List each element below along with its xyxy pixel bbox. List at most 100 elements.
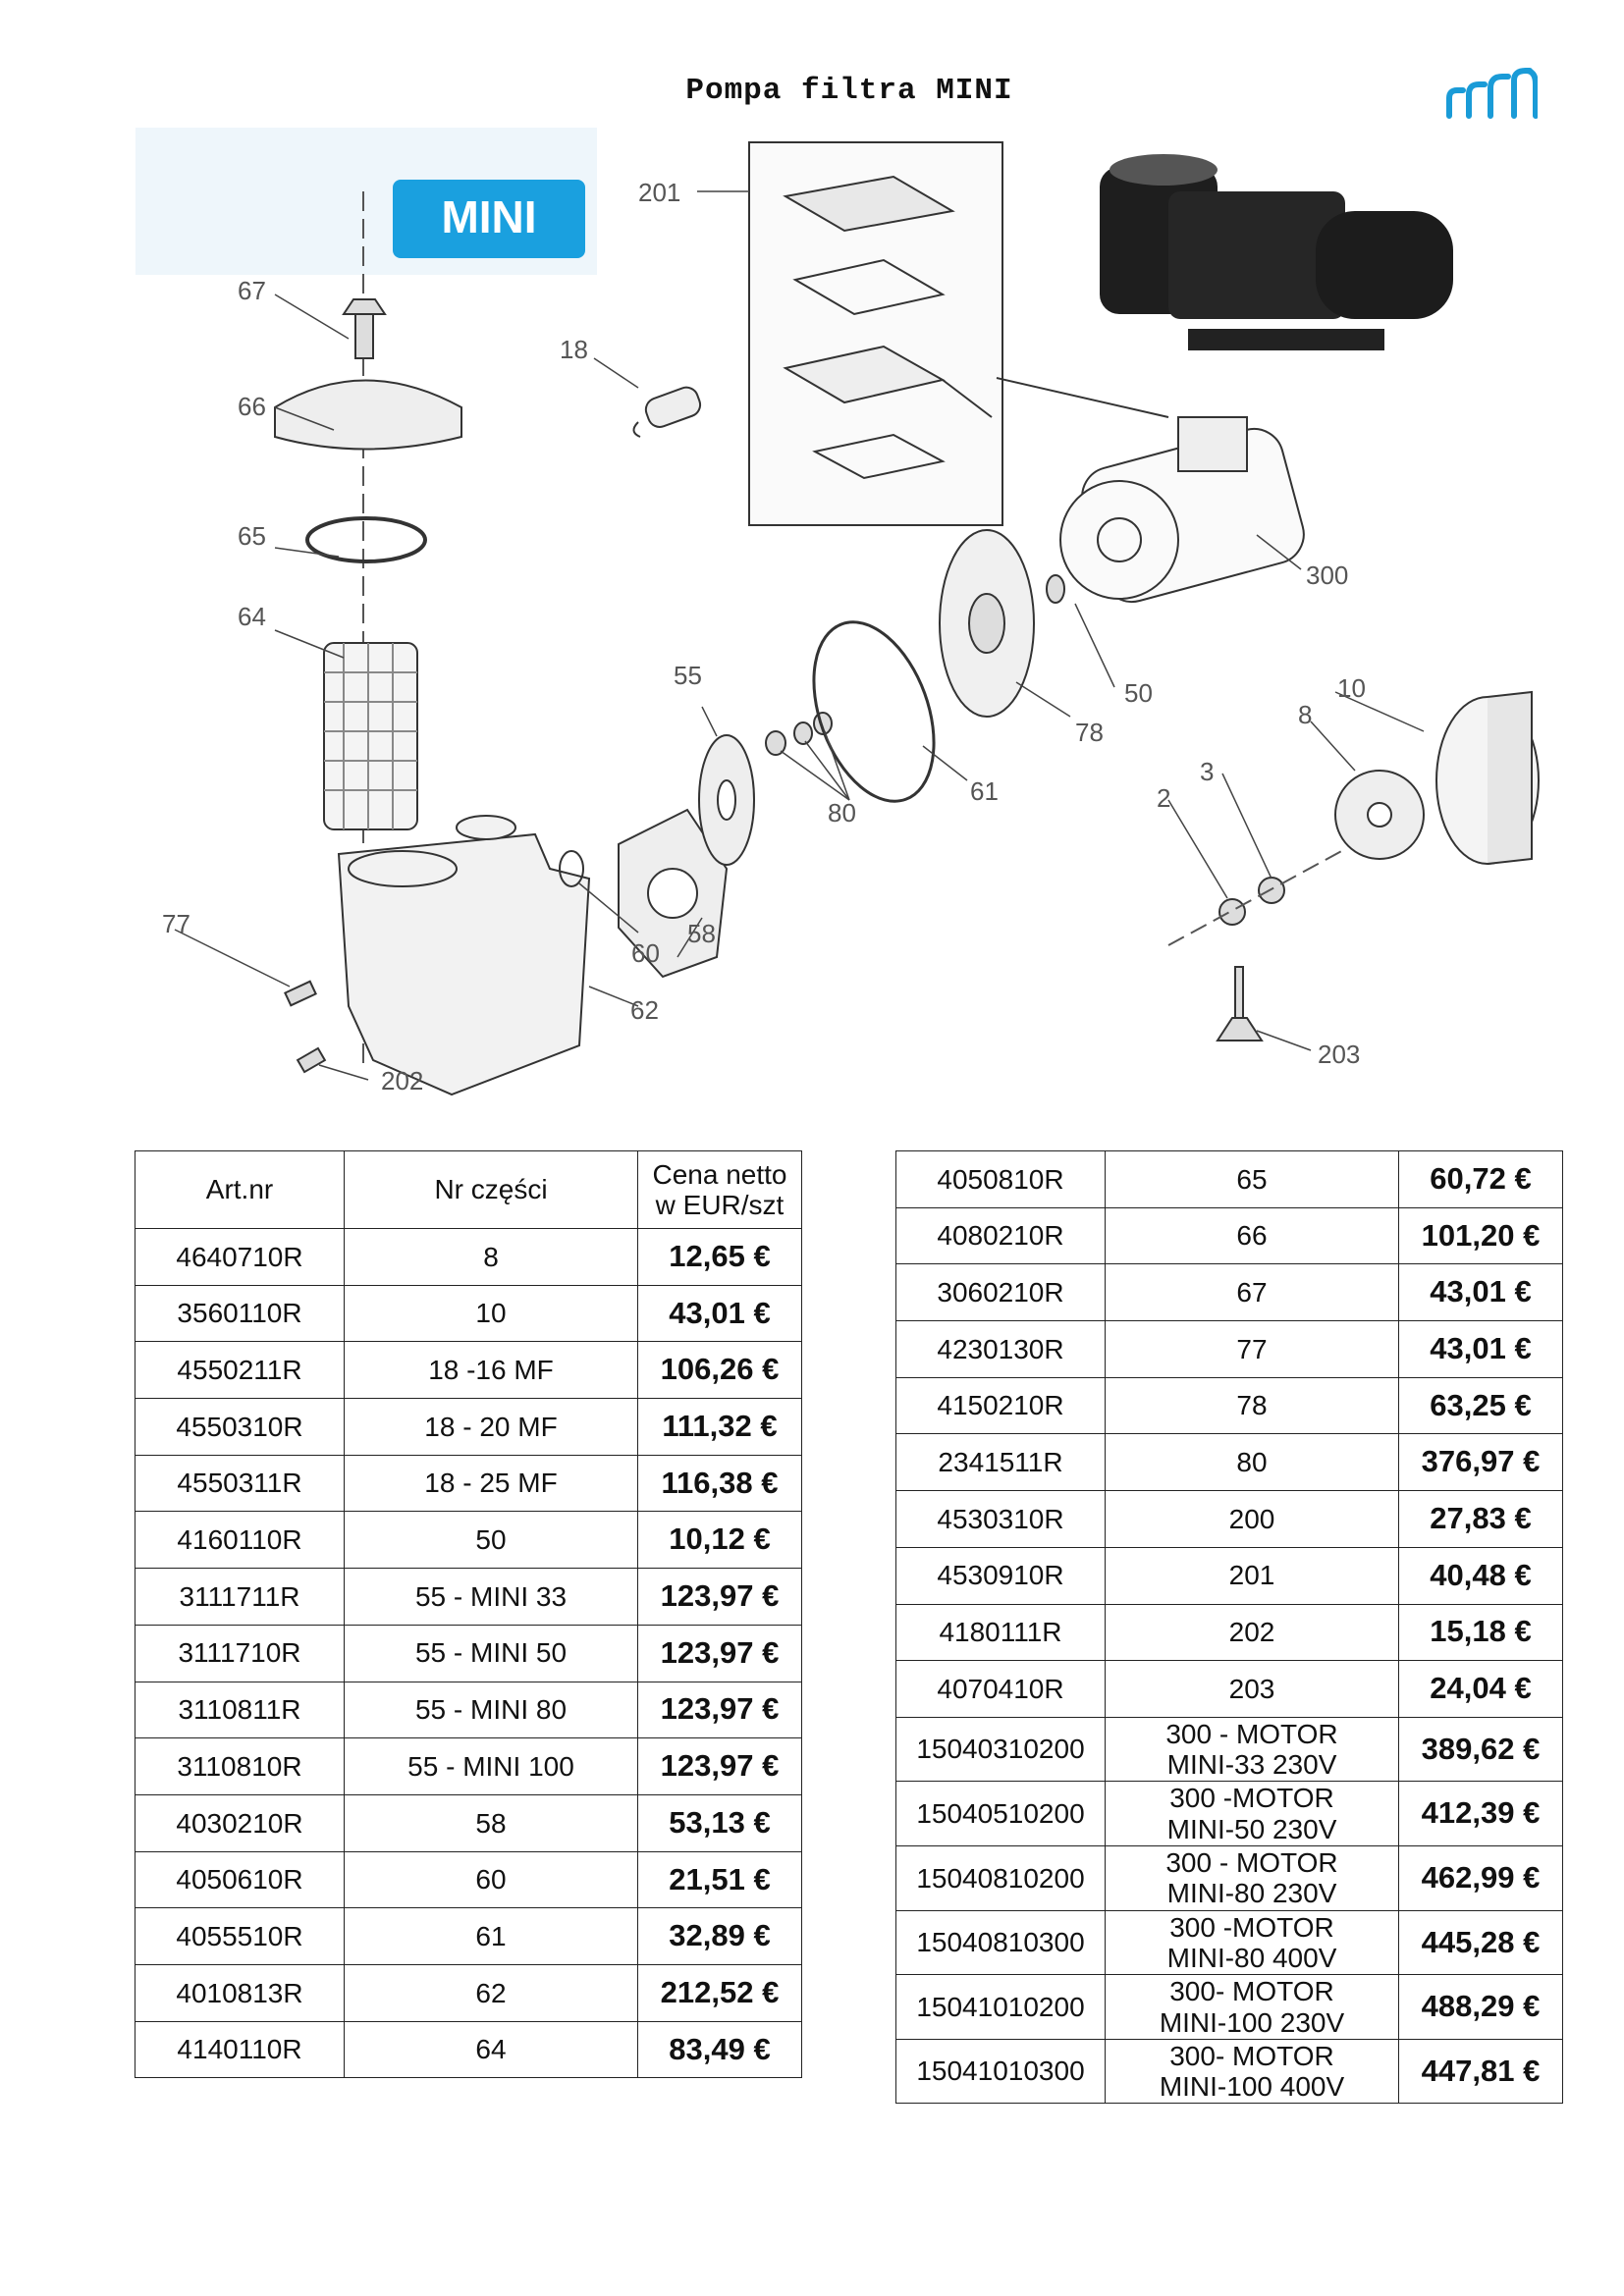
cell-art-nr: 4550311R bbox=[135, 1454, 345, 1513]
cell-art-nr: 4070410R bbox=[895, 1660, 1106, 1718]
cell-part-nr: 55 - MINI 100 bbox=[344, 1737, 638, 1795]
cell-price: 21,51 € bbox=[637, 1850, 802, 1909]
cell-art-nr: 4010813R bbox=[135, 1963, 345, 2022]
cell-price: 32,89 € bbox=[637, 1907, 802, 1965]
cell-art-nr: 4180111R bbox=[895, 1603, 1106, 1662]
cell-part-nr-line2: MINI-100 230V bbox=[1159, 2006, 1345, 2038]
cell-part-nr-line2: MINI-100 400V bbox=[1159, 2071, 1345, 2103]
part-10-fan-cover bbox=[1435, 690, 1540, 865]
cell-part-nr: 65 bbox=[1105, 1150, 1399, 1208]
cell-part-nr-line1: 65 bbox=[1236, 1163, 1268, 1195]
callout-67: 67 bbox=[238, 276, 266, 305]
cell-part-nr: 58 bbox=[344, 1793, 638, 1852]
cell-price: 447,81 € bbox=[1398, 2038, 1563, 2105]
cell-art-nr: 4530910R bbox=[895, 1546, 1106, 1605]
cell-price: 15,18 € bbox=[1398, 1603, 1563, 1662]
cell-art-nr: 4550310R bbox=[135, 1398, 345, 1456]
cell-price: 12,65 € bbox=[637, 1228, 802, 1286]
parts-price-table-left: Art.nr Nr części Cena netto w EUR/szt 46… bbox=[135, 1150, 802, 2079]
part-64-basket bbox=[323, 642, 418, 830]
part-66-lid bbox=[274, 379, 462, 451]
part-50-seal bbox=[1046, 574, 1065, 604]
cell-part-nr: 67 bbox=[1105, 1263, 1399, 1322]
cell-price: 40,48 € bbox=[1398, 1546, 1563, 1605]
decorative-border-left bbox=[86, 20, 116, 2269]
cell-part-nr-line1: 300 - MOTOR bbox=[1165, 1718, 1338, 1749]
cell-price: 63,25 € bbox=[1398, 1376, 1563, 1435]
cell-part-nr: 78 bbox=[1105, 1376, 1399, 1435]
decorative-border-bottom bbox=[86, 2240, 1604, 2269]
callout-65: 65 bbox=[238, 521, 266, 551]
cell-art-nr: 3110810R bbox=[135, 1737, 345, 1795]
exploded-view-diagram: MINI bbox=[135, 128, 1540, 1096]
cell-price: 462,99 € bbox=[1398, 1845, 1563, 1911]
cell-art-nr: 4050810R bbox=[895, 1150, 1106, 1208]
callout-62: 62 bbox=[630, 995, 659, 1025]
header-price-line2: w EUR/szt bbox=[655, 1190, 785, 1220]
part-67-knob bbox=[342, 298, 387, 359]
cell-price: 43,01 € bbox=[1398, 1263, 1563, 1322]
cell-art-nr: 4080210R bbox=[895, 1206, 1106, 1265]
cell-part-nr-line1: 203 bbox=[1228, 1673, 1275, 1704]
cell-part-nr: 203 bbox=[1105, 1660, 1399, 1718]
cell-part-nr-line2: MINI-80 400V bbox=[1166, 1942, 1337, 1973]
cell-price: 111,32 € bbox=[637, 1398, 802, 1456]
part-2-bearing bbox=[1218, 898, 1246, 926]
callout-8: 8 bbox=[1298, 700, 1312, 729]
decorative-border-right bbox=[1575, 20, 1604, 2269]
cell-art-nr: 4530310R bbox=[895, 1490, 1106, 1548]
part-62-pump-body bbox=[337, 815, 591, 1096]
callout-78: 78 bbox=[1075, 718, 1104, 747]
callout-55: 55 bbox=[674, 661, 702, 690]
callout-58: 58 bbox=[687, 919, 716, 948]
cell-part-nr: 200 bbox=[1105, 1490, 1399, 1548]
cell-part-nr-line1: 80 bbox=[1236, 1447, 1268, 1478]
cell-part-nr-line1: 77 bbox=[1236, 1333, 1268, 1364]
part-65-oring bbox=[305, 516, 427, 563]
part-80-seal bbox=[765, 712, 833, 756]
cell-price: 123,97 € bbox=[637, 1568, 802, 1626]
cell-part-nr: 66 bbox=[1105, 1206, 1399, 1265]
cell-art-nr: 4550211R bbox=[135, 1341, 345, 1400]
cell-art-nr: 15040310200 bbox=[895, 1716, 1106, 1783]
cell-price: 123,97 € bbox=[637, 1737, 802, 1795]
header-part-nr: Nr części bbox=[344, 1150, 638, 1229]
cell-part-nr: 50 bbox=[344, 1511, 638, 1570]
cell-part-nr: 55 - MINI 33 bbox=[344, 1568, 638, 1626]
cell-part-nr: 60 bbox=[344, 1850, 638, 1909]
cell-art-nr: 4140110R bbox=[135, 2020, 345, 2079]
cell-part-nr-line1: 300 -MOTOR bbox=[1169, 1911, 1334, 1943]
cell-part-nr-line1: 300 - MOTOR bbox=[1165, 1847, 1338, 1878]
cell-part-nr: 18 - 25 MF bbox=[344, 1454, 638, 1513]
cell-price: 445,28 € bbox=[1398, 1909, 1563, 1976]
cell-price: 10,12 € bbox=[637, 1511, 802, 1570]
cell-art-nr: 15041010300 bbox=[895, 2038, 1106, 2105]
callout-77: 77 bbox=[162, 909, 190, 938]
part-203-foot bbox=[1216, 966, 1264, 1041]
cell-part-nr: 202 bbox=[1105, 1603, 1399, 1662]
cell-price: 488,29 € bbox=[1398, 1974, 1563, 2040]
cell-part-nr: 55 - MINI 80 bbox=[344, 1681, 638, 1739]
cell-part-nr-line2: MINI-80 230V bbox=[1166, 1878, 1337, 1909]
cell-part-nr-line1: 67 bbox=[1236, 1277, 1268, 1308]
cell-price: 123,97 € bbox=[637, 1624, 802, 1682]
